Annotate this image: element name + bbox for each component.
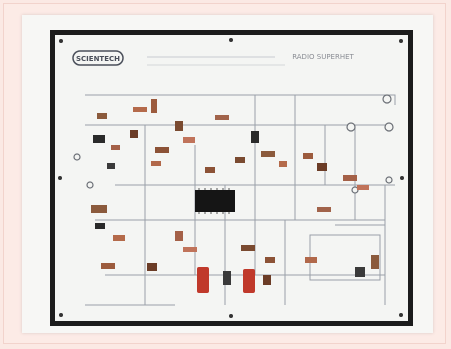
mounting-hole (229, 314, 233, 318)
board-title: RADIO SUPERHET (292, 53, 354, 61)
mounting-hole (58, 176, 62, 180)
trainer-board: SCIENTECH RADIO SUPERHET (55, 35, 408, 321)
mounting-hole (399, 313, 403, 317)
mounting-hole (400, 176, 404, 180)
component-cluster-right (205, 131, 369, 190)
ic-pins (198, 188, 230, 214)
mounting-hole (399, 39, 403, 43)
mounting-hole (229, 38, 233, 42)
transistor (223, 271, 231, 285)
resistor (263, 275, 271, 285)
mounting-hole (59, 39, 63, 43)
component-cluster-left (93, 99, 229, 169)
brand-logo: SCIENTECH (72, 50, 124, 66)
capacitor-red (243, 269, 255, 293)
capacitor-red (197, 267, 209, 293)
component-cluster-bottom (91, 205, 379, 277)
circuit-diagram: SCIENTECH RADIO SUPERHET (58, 38, 404, 318)
mounting-hole (59, 313, 63, 317)
svg-text:SCIENTECH: SCIENTECH (76, 55, 120, 63)
jack-points (73, 94, 394, 194)
ic-chip (195, 190, 235, 212)
